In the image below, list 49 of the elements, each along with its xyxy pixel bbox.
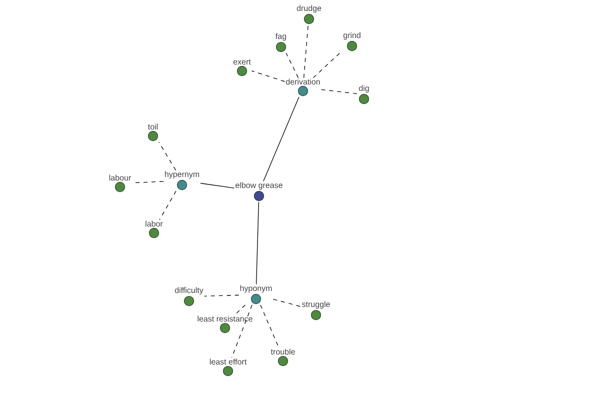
word-node: toil (148, 124, 158, 142)
connector-line (312, 50, 342, 78)
node-label: struggle (302, 301, 330, 309)
word-node: exert (233, 59, 251, 76)
word-node: fag (276, 33, 286, 52)
connector-line (263, 96, 300, 182)
connector-line (204, 294, 240, 296)
connector-line (158, 142, 176, 171)
word-node: struggle (302, 301, 330, 320)
node-label: drudge (296, 5, 322, 13)
node-label: hyponym (240, 285, 272, 293)
connector-line (286, 52, 299, 78)
word-node: elbow grease (236, 182, 282, 202)
word-node: hyponym (240, 285, 272, 304)
connector-line (200, 182, 235, 188)
node-label: dig (359, 85, 369, 93)
node-label: labour (109, 174, 131, 181)
word-node: least resistance (198, 316, 252, 334)
node-label: elbow grease (236, 182, 282, 190)
connector-line (303, 24, 308, 78)
connector-line (260, 304, 280, 348)
word-node: hypernym (165, 171, 200, 190)
connector-line (234, 304, 246, 316)
connector-line (256, 202, 260, 285)
connector-line (231, 304, 252, 358)
node-label: trouble (270, 348, 295, 355)
node-label: grind (343, 32, 360, 40)
word-node: grind (343, 32, 360, 52)
node-label: labor (146, 220, 163, 227)
node-label: least resistance (198, 316, 252, 322)
word-node: trouble (270, 348, 295, 366)
node-label: difficulty (174, 287, 204, 295)
connector-line (159, 190, 176, 220)
connector-line (320, 89, 358, 94)
node-label: derivation (286, 78, 320, 85)
node-label: hypernym (165, 171, 200, 179)
node-label: least effort (210, 358, 247, 365)
word-node: drudge (296, 5, 322, 24)
word-node: derivation (286, 78, 320, 96)
word-node: least effort (210, 358, 247, 376)
connector-line (272, 298, 302, 307)
node-label: fag (276, 33, 286, 41)
word-node: dig (358, 85, 370, 104)
word-node: difficulty (174, 287, 204, 306)
node-label: exert (233, 59, 251, 65)
node-label: toil (148, 124, 158, 130)
connector-line (252, 70, 286, 82)
word-node: labour (109, 174, 131, 192)
word-node: labor (146, 220, 163, 238)
